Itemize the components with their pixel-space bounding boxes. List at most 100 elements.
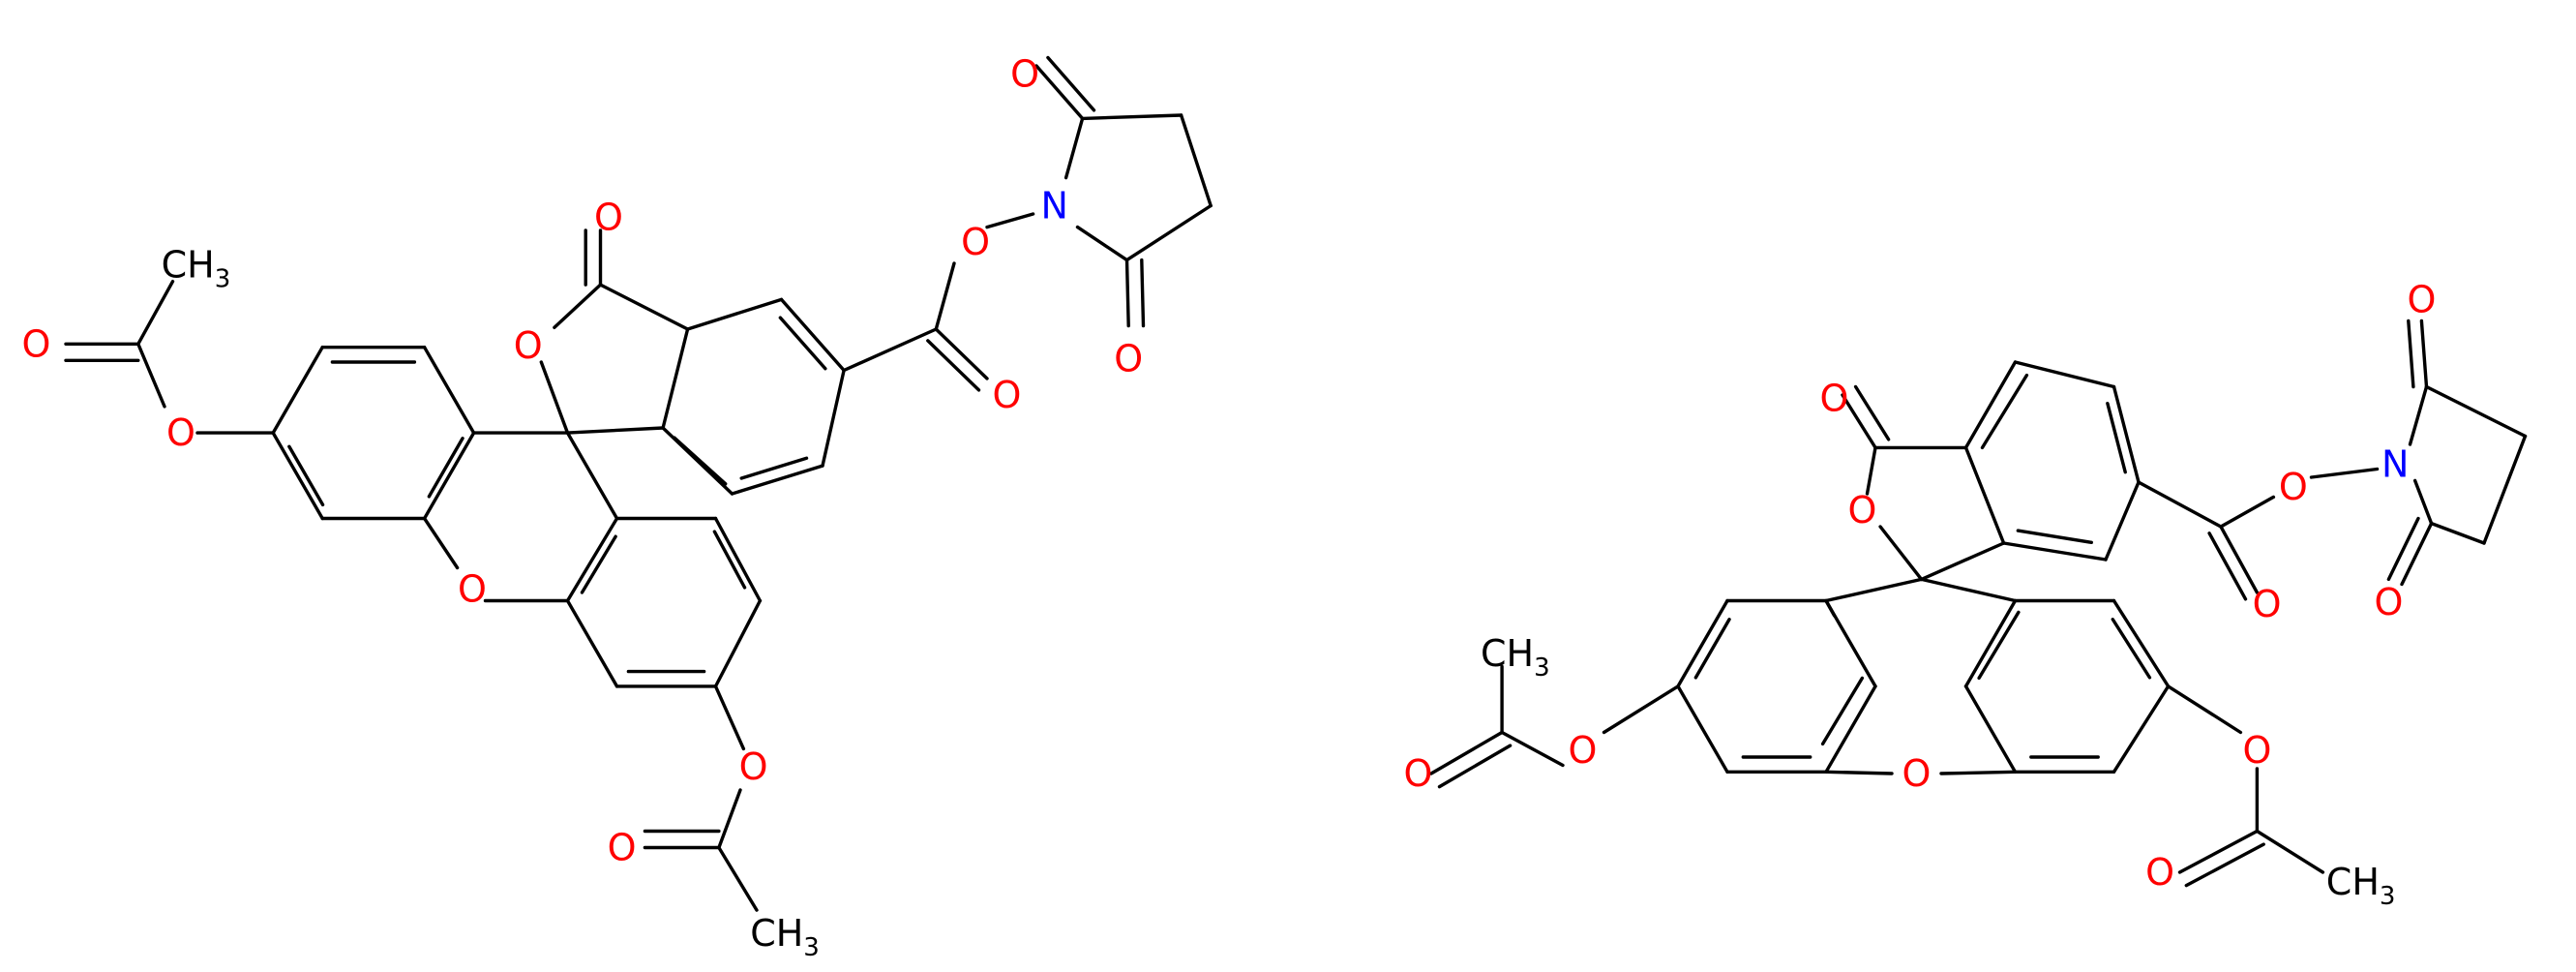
bond-line [685, 297, 784, 331]
bond-line [821, 368, 846, 468]
bond-line [1063, 116, 1085, 180]
bond-line [1429, 730, 1504, 775]
bond-line [287, 444, 325, 507]
oxygen-atom-label: O [458, 568, 487, 611]
bond-line [271, 431, 324, 521]
methyl-subscript: 3 [215, 265, 231, 294]
bond-line [926, 339, 981, 392]
bond-line [1919, 577, 2018, 603]
bond-line [598, 283, 690, 331]
bond-line [422, 516, 460, 570]
bond-line [1500, 730, 1565, 768]
bond-line [713, 684, 746, 751]
bond-line [580, 534, 617, 594]
bond-line [2207, 532, 2248, 601]
bond-line [985, 212, 1035, 229]
bond-line [934, 261, 956, 331]
bond-line [739, 456, 809, 480]
bond-line [2219, 495, 2276, 529]
bond-line [2408, 384, 2429, 446]
methyl-group-label: CH3 [750, 912, 820, 962]
bond-line [2309, 467, 2380, 479]
bond-line [565, 598, 619, 688]
bond-line [1824, 684, 1877, 774]
oxygen-atom-label: O [1010, 53, 1039, 96]
bond-line [136, 280, 175, 346]
bond-line [1075, 225, 1129, 262]
bond-line [2177, 829, 2260, 874]
bond-line [1046, 55, 1096, 112]
methyl-subscript: 3 [803, 933, 820, 962]
oxygen-atom-label: O [1114, 338, 1143, 380]
bond-line [1841, 393, 1877, 450]
oxygen-atom-label: O [2407, 278, 2436, 320]
oxygen-atom-label: O [594, 196, 623, 238]
bond-line [565, 431, 619, 521]
bond-line [1124, 203, 1213, 262]
oxygen-atom-label: O [1820, 377, 1849, 419]
oxygen-atom-label: O [1902, 752, 1932, 795]
oxygen-atom-label: O [992, 374, 1021, 416]
methyl-subscript: 3 [1534, 653, 1550, 683]
bond-line [2419, 319, 2429, 389]
bond-line [2013, 360, 2116, 389]
bond-line [2137, 480, 2223, 529]
bond-line [730, 464, 824, 496]
bond-line [2112, 384, 2141, 484]
bond-line [1179, 113, 1213, 208]
bond-line [2255, 829, 2325, 874]
bond-line [1124, 258, 1130, 328]
bond-line [1824, 577, 1924, 603]
bond-line [2424, 384, 2528, 439]
bond-line [2412, 478, 2434, 526]
oxygen-atom-label: O [1568, 729, 1597, 772]
bond-line [2166, 684, 2243, 735]
bond-line [2104, 480, 2141, 562]
bond-line [1824, 770, 1894, 775]
bond-line [565, 426, 665, 435]
methyl-group-label: CH3 [2326, 861, 2396, 911]
bond-line [1963, 445, 2006, 545]
bond-line [717, 845, 759, 912]
bond-line [1963, 598, 2018, 688]
bond-line [1437, 744, 1513, 789]
bond-line [713, 516, 763, 603]
bond-line [271, 346, 324, 435]
bond-line [1980, 373, 2029, 450]
bond-line [2386, 516, 2420, 582]
bond-line [2219, 525, 2260, 594]
bond-line [1824, 598, 1837, 618]
bond-line [2482, 434, 2528, 545]
bond-line [842, 327, 938, 373]
oxygen-atom-label: O [608, 827, 637, 869]
bond-line [1676, 684, 1729, 774]
bond-line [713, 598, 763, 688]
bond-line [2112, 684, 2171, 774]
methyl-group-label: CH3 [1481, 632, 1550, 683]
bond-line [1034, 64, 1085, 121]
oxygen-atom-label: O [739, 745, 768, 788]
oxygen-atom-label: O [166, 411, 195, 454]
bond-line [565, 516, 619, 603]
bond-line [1865, 445, 1877, 496]
bond-line [2184, 842, 2265, 888]
oxygen-atom-label: O [514, 324, 543, 367]
oxygen-atom-label: O [1403, 752, 1432, 795]
bond-line [1919, 541, 2006, 582]
methyl-subscript: 3 [2380, 882, 2396, 911]
oxygen-atom-label: O [961, 221, 990, 263]
bond-line [717, 788, 742, 850]
bond-line [1853, 384, 1891, 441]
bond-line [422, 346, 476, 435]
bond-line [779, 297, 846, 373]
bond-line [553, 283, 603, 329]
oxygen-atom-label: O [2242, 729, 2271, 772]
oxygen-atom-label: O [2253, 583, 2282, 625]
bond-line [422, 431, 476, 521]
bond-line [2407, 319, 2415, 389]
nitrogen-atom-label: N [1040, 185, 1067, 228]
oxygen-atom-label: O [2374, 581, 2403, 623]
bond-line [1963, 360, 2018, 450]
